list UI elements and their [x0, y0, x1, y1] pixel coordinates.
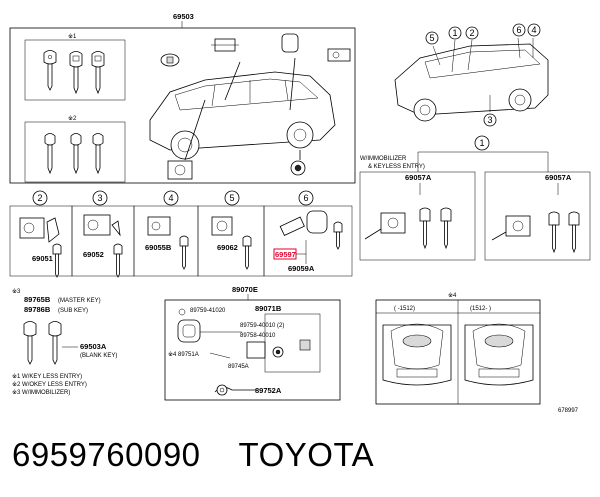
side-callout-3: 3	[483, 113, 497, 127]
svg-text:3: 3	[487, 115, 492, 125]
side-callout-5: 5	[425, 31, 439, 45]
svg-text:2: 2	[469, 28, 474, 38]
callout-2: 2	[32, 190, 48, 206]
svg-text:6: 6	[303, 193, 308, 203]
non-keyless-keys-box	[24, 121, 126, 183]
callout-4: 4	[163, 190, 179, 206]
label-89765b: 89765B	[24, 295, 51, 304]
callout-3: 3	[92, 190, 108, 206]
immobilizer-title-1: W/IMMOBILIZER	[360, 156, 407, 162]
svg-text:2: 2	[37, 193, 42, 203]
svg-text:4: 4	[168, 193, 173, 203]
transmitter-box-89070e: 89070E 89759-41020 89071B 89759-40010 (2…	[164, 285, 341, 401]
label-69057a-left: 69057A	[405, 173, 432, 182]
callout-6: 6	[298, 190, 314, 206]
label-89751a: ※4 89751A	[168, 351, 199, 358]
label-89759-41020: 89759-41020	[190, 308, 226, 314]
key-notes: ※3 89765B (MASTER KEY) 89786B (SUB KEY) …	[12, 288, 117, 396]
svg-text:1: 1	[479, 138, 484, 148]
assembly-box-69503: 69503 ※1 ※2	[9, 12, 356, 184]
range-left: ( -1512)	[394, 306, 415, 312]
part-number: 6959760090	[12, 436, 201, 473]
text-master-key: (MASTER KEY)	[58, 298, 101, 304]
keys-set-1	[43, 50, 105, 95]
svg-text:4: 4	[531, 25, 536, 35]
vehicle-illustration-main	[149, 33, 351, 180]
callout-1: 1	[474, 135, 490, 151]
range-right: (1512- )	[470, 306, 491, 312]
label-89786b: 89786B	[24, 305, 51, 314]
label-89745a: 89745A	[228, 364, 249, 370]
drawing-code: 678997	[558, 408, 579, 414]
note-mark-3: ※3	[12, 288, 21, 295]
label-89070e: 89070E	[232, 285, 258, 294]
svg-text:5: 5	[229, 193, 234, 203]
label-69051: 69051	[32, 254, 53, 263]
label-69503a: 69503A	[80, 342, 107, 351]
label-69057a-right: 69057A	[545, 173, 572, 182]
side-callout-6: 6	[512, 23, 526, 37]
label-89752a: 89752A	[255, 386, 282, 395]
label-69597-highlight[interactable]: 69597	[275, 250, 296, 259]
side-callout-4: 4	[527, 23, 541, 37]
immobilizer-section: 1 W/IMMOBILIZER & KEYLESS ENTRY) 69057A …	[359, 135, 591, 261]
legend-1: ※1 W/KEY LESS ENTRY)	[12, 373, 82, 380]
blank-key-1	[23, 321, 37, 365]
label-69062: 69062	[217, 243, 238, 252]
note-mark-4: ※4	[448, 292, 457, 299]
legend-3: ※3 W/IMMOBILIZER)	[12, 389, 70, 396]
label-89071b: 89071B	[255, 304, 282, 313]
text-sub-key: (SUB KEY)	[58, 308, 88, 314]
svg-text:1: 1	[452, 28, 457, 38]
svg-text:6: 6	[516, 25, 521, 35]
label-69059a: 69059A	[288, 264, 315, 273]
label-69052: 69052	[83, 250, 104, 259]
note-mark-2: ※2	[68, 115, 77, 122]
keyless-keys-box	[24, 39, 126, 101]
column-cover-box: ※4 ( -1512) (1512- )	[375, 292, 541, 405]
sub-assembly-row: 2 3 4 5 6 69051 69052 69055B 69062 69597…	[9, 190, 353, 278]
vehicle-illustration-side: 5 1 2 6 4 3	[394, 23, 549, 127]
side-callout-1: 1	[448, 26, 462, 40]
callout-5: 5	[224, 190, 240, 206]
side-callout-2: 2	[465, 26, 479, 40]
legend-2: ※2 W/OKEY LESS ENTRY)	[12, 381, 87, 388]
keys-set-2	[44, 133, 104, 175]
label-69503: 69503	[173, 12, 194, 21]
label-89758-40010: 89758-40010	[240, 333, 276, 339]
svg-text:5: 5	[429, 33, 434, 43]
label-89759-40010: 89759-40010 (2)	[240, 323, 284, 329]
brand-name: TOYOTA	[238, 436, 375, 473]
label-69055b: 69055B	[145, 243, 172, 252]
blank-key-2	[48, 321, 62, 365]
immobilizer-title-2: & KEYLESS ENTRY)	[368, 164, 425, 170]
svg-text:3: 3	[97, 193, 102, 203]
part-caption: 6959760090 TOYOTA	[12, 436, 374, 480]
text-blank-key: (BLANK KEY)	[80, 353, 117, 359]
note-mark-1: ※1	[68, 33, 77, 40]
parts-diagram: 69503 ※1 ※2	[9, 12, 591, 414]
